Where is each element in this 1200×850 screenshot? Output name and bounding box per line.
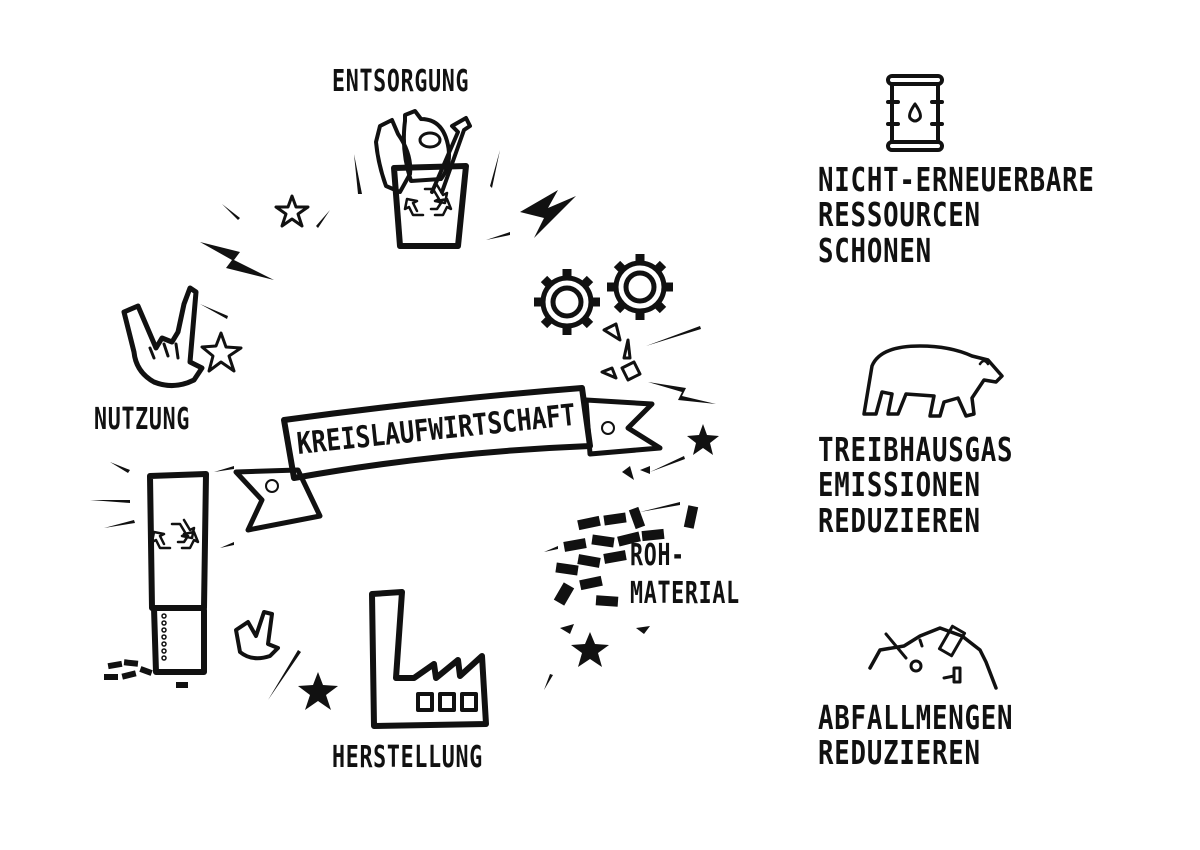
recycle-symbol-icon xyxy=(150,518,200,550)
lightning-bolt-icon xyxy=(90,150,716,700)
banner-title: KREISLAUFWIRTSCHAFT xyxy=(295,398,577,462)
title-banner: KREISLAUFWIRTSCHAFT xyxy=(233,385,663,533)
benefit-treibhausgas-line: reduzieren xyxy=(818,500,981,540)
benefit-ressourcen-line: schonen xyxy=(818,230,932,270)
benefit-ressourcen-line: Ressourcen xyxy=(818,195,981,235)
star-icon xyxy=(200,194,719,710)
recycling-bin-icon xyxy=(374,109,472,249)
factory-icon xyxy=(369,589,489,729)
raw-material-pellets-icon xyxy=(553,466,699,607)
stage-label-nutzung: Nutzung xyxy=(94,402,191,437)
gears-icon xyxy=(534,254,673,382)
benefit-treibhausgas-line: Emissionen xyxy=(818,465,981,505)
waste-pile-icon xyxy=(868,624,998,690)
benefit-treibhausgas: Treibhausgas Emissionen reduzieren xyxy=(818,432,1013,538)
benefit-treibhausgas-line: Treibhausgas xyxy=(818,430,1014,469)
stage-label-rohmaterial-line1: Roh- xyxy=(630,538,685,573)
stage-label-entsorgung: Entsorgung xyxy=(332,64,470,99)
recycling-tower-icon xyxy=(104,471,209,688)
benefit-ressourcen: Nicht-erneuerbare Ressourcen schonen xyxy=(818,162,1095,268)
benefit-abfall-line: Abfallmengen xyxy=(818,698,1014,737)
rock-hand-small-icon xyxy=(234,610,280,661)
benefit-ressourcen-line: Nicht-erneuerbare xyxy=(818,160,1095,199)
stage-label-rohmaterial-line2: Material xyxy=(630,576,740,611)
recycle-symbol-icon xyxy=(403,183,453,217)
rock-hand-icon xyxy=(121,285,205,388)
oil-barrel-icon xyxy=(886,74,944,152)
polar-bear-icon xyxy=(862,344,1004,418)
benefit-abfall: Abfallmengen reduzieren xyxy=(818,700,1013,771)
stage-label-herstellung: Herstellung xyxy=(332,740,483,775)
benefit-abfall-line: reduzieren xyxy=(818,733,981,773)
